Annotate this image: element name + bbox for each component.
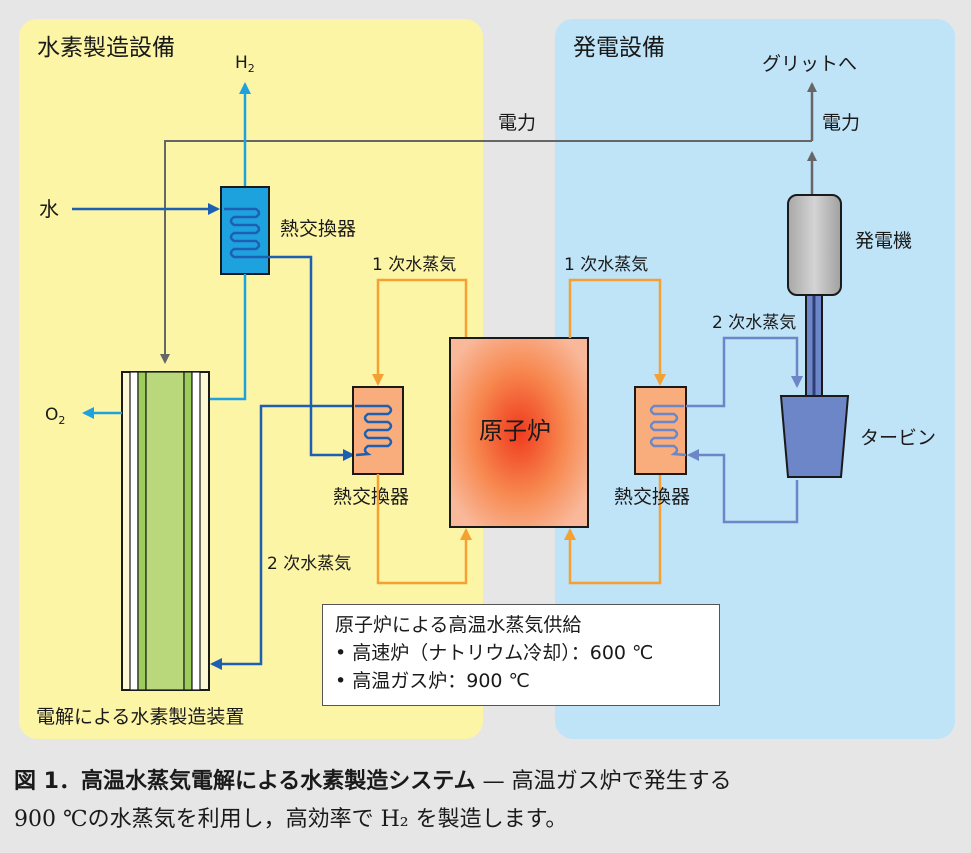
electrolyzer-label: 電解による水素製造装置 [36, 706, 244, 728]
reactor-label: 原子炉 [479, 417, 551, 445]
h2-label: H2 [235, 53, 255, 75]
hydrogen-region-title: 水素製造設備 [37, 35, 175, 61]
secondary-steam-right-label: 2 次水蒸気 [712, 313, 796, 333]
primary-steam-left-bottom [376, 474, 472, 585]
info-box-line1: • 高速炉（ナトリウム冷却）：600 ℃ [335, 642, 654, 664]
primary-steam-left-label: 1 次水蒸気 [372, 255, 456, 275]
power-line [160, 140, 812, 364]
info-box-line2: • 高温ガス炉：900 ℃ [335, 670, 530, 692]
top-hx-coil [224, 207, 268, 259]
grid-label: グリットへ [762, 53, 857, 75]
power-label-left: 電力 [498, 112, 536, 134]
figure-caption: 図 1．高温水蒸気電解による水素製造システム — 高温ガス炉で発生する 900 … [14, 763, 964, 839]
system-diagram: 水素製造設備 発電設備 電力 電力 グリットへ H2 水 熱交換器 電解による水… [19, 19, 955, 739]
turbine [779, 395, 850, 478]
right-hx-coil [649, 404, 687, 457]
primary-steam-right-top [568, 278, 666, 386]
info-box: 原子炉による高温水蒸気供給 • 高速炉（ナトリウム冷却）：600 ℃ • 高温ガ… [322, 604, 720, 706]
top-heat-exchanger [220, 186, 270, 275]
primary-steam-right-bottom [564, 474, 662, 585]
caption-text-2: 900 ℃の水蒸気を利用し，高効率で H₂ を製造します。 [14, 807, 568, 832]
caption-title: 図 1．高温水蒸気電解による水素製造システム [14, 769, 476, 794]
generator-label: 発電機 [855, 230, 912, 252]
left-hx-label: 熱交換器 [333, 486, 409, 508]
right-hx-label: 熱交換器 [614, 486, 690, 508]
electrolyzer-to-top-hx [209, 274, 247, 401]
primary-steam-left-top [372, 278, 468, 386]
reactor [449, 337, 589, 528]
secondary-steam-to-electrolyzer [210, 404, 353, 670]
power-region-title: 発電設備 [573, 35, 665, 61]
generator [787, 194, 842, 296]
left-hx-coil [355, 404, 393, 457]
primary-steam-right-label: 1 次水蒸気 [564, 255, 648, 275]
power-region [555, 19, 955, 739]
water-label: 水 [39, 197, 59, 221]
steam-to-left-hx [268, 255, 355, 461]
electrolyzer [121, 371, 210, 691]
top-hx-label: 熱交換器 [280, 218, 356, 240]
power-label-right: 電力 [822, 112, 860, 134]
info-box-title: 原子炉による高温水蒸気供給 [335, 614, 582, 636]
secondary-steam-left-label: 2 次水蒸気 [267, 554, 351, 574]
o2-label: O2 [45, 405, 65, 427]
caption-text-1: — 高温ガス炉で発生する [475, 769, 732, 794]
turbine-label: タービン [860, 427, 936, 449]
secondary-steam-return [687, 449, 799, 524]
secondary-steam-to-turbine [686, 336, 803, 408]
